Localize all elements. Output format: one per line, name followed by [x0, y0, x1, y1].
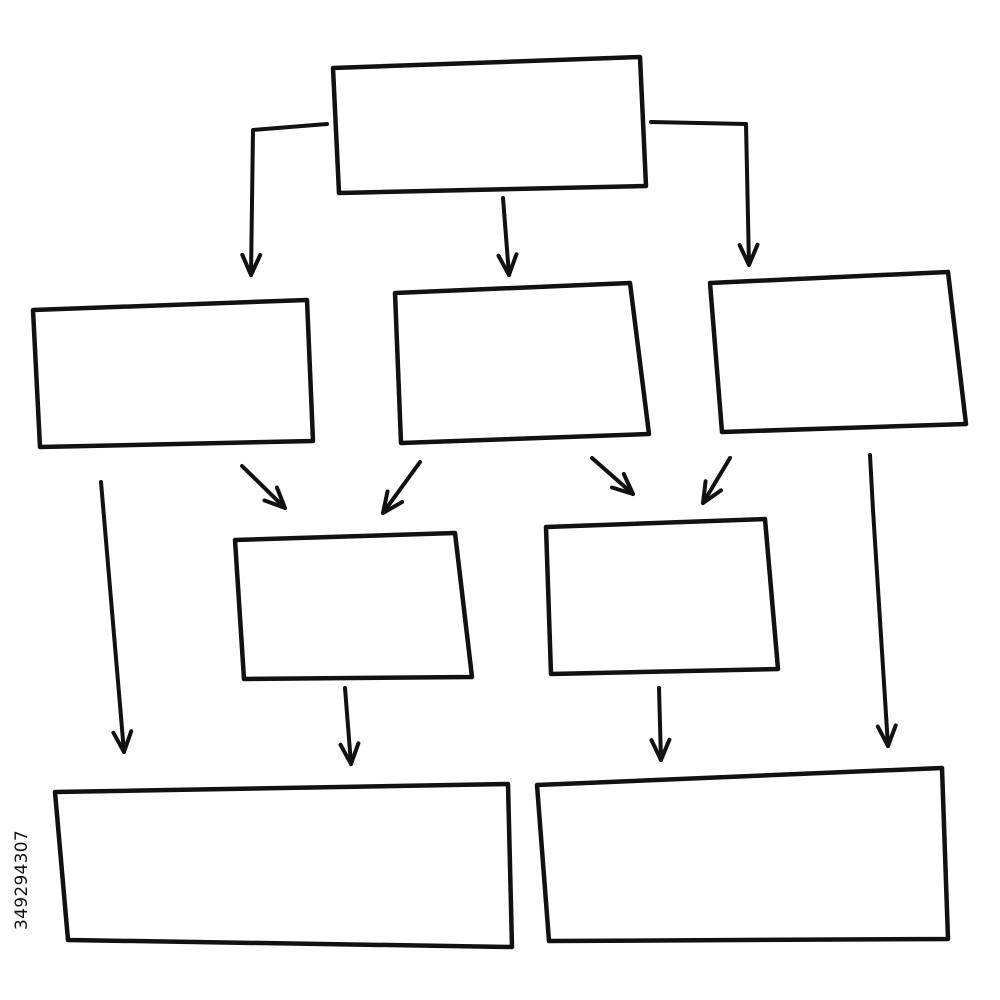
flowchart-arrow-inner-right-to-bottom-right — [649, 686, 672, 762]
box-outline — [330, 54, 649, 196]
arrowhead — [610, 472, 635, 496]
arrow-line — [343, 686, 353, 766]
arrowhead — [737, 242, 760, 267]
flowchart-arrow-mid-left-to-inner-left — [240, 464, 287, 510]
flowchart-box-top — [330, 54, 649, 196]
stock-image-id: 349294307 — [12, 829, 32, 931]
box-outline — [232, 530, 475, 682]
flowchart-arrow-mid-right-to-bottom-right — [868, 453, 898, 748]
arrow-line — [649, 120, 751, 267]
arrowhead — [338, 741, 361, 766]
arrow-line — [240, 464, 287, 510]
arrow-line — [501, 196, 511, 277]
arrow-line — [99, 480, 126, 754]
box-outline — [52, 781, 515, 950]
flowchart-box-inner-left — [232, 530, 475, 682]
flowchart-arrow-top-to-mid-center — [496, 196, 519, 277]
arrow-line — [590, 456, 635, 496]
flowchart-arrow-mid-right-to-inner-right — [701, 456, 732, 505]
arrow-line — [868, 453, 890, 748]
flowchart-arrow-top-to-mid-right — [649, 120, 760, 267]
flowchart-box-mid-left — [30, 297, 316, 450]
arrow-line — [701, 456, 732, 505]
flowchart-arrow-top-to-mid-left — [240, 122, 329, 277]
arrow-line — [381, 460, 422, 515]
flowchart-box-mid-center — [392, 280, 652, 446]
box-outline — [392, 280, 652, 446]
arrowhead — [111, 729, 134, 754]
arrowhead — [875, 723, 898, 748]
arrowhead — [496, 252, 519, 277]
flowchart-arrow-mid-left-to-bottom-left — [99, 480, 134, 754]
arrowhead — [381, 489, 405, 515]
arrow-line — [657, 686, 663, 762]
arrowhead — [262, 485, 287, 510]
flowchart-box-bottom-right — [534, 765, 951, 944]
flowchart-box-mid-right — [707, 269, 969, 435]
box-outline — [707, 269, 969, 435]
arrowhead — [240, 252, 263, 277]
box-outline — [534, 765, 951, 944]
flowchart-arrow-mid-center-to-inner-right — [590, 456, 635, 496]
flowchart-arrow-inner-left-to-bottom-left — [338, 686, 361, 766]
arrowhead — [701, 479, 723, 505]
flowchart-box-bottom-left — [52, 781, 515, 950]
box-outline — [543, 516, 781, 677]
flowchart-box-inner-right — [543, 516, 781, 677]
arrow-line — [249, 122, 329, 277]
arrowhead — [649, 737, 672, 762]
flowchart-arrow-mid-center-to-inner-left — [381, 460, 422, 515]
box-outline — [30, 297, 316, 450]
